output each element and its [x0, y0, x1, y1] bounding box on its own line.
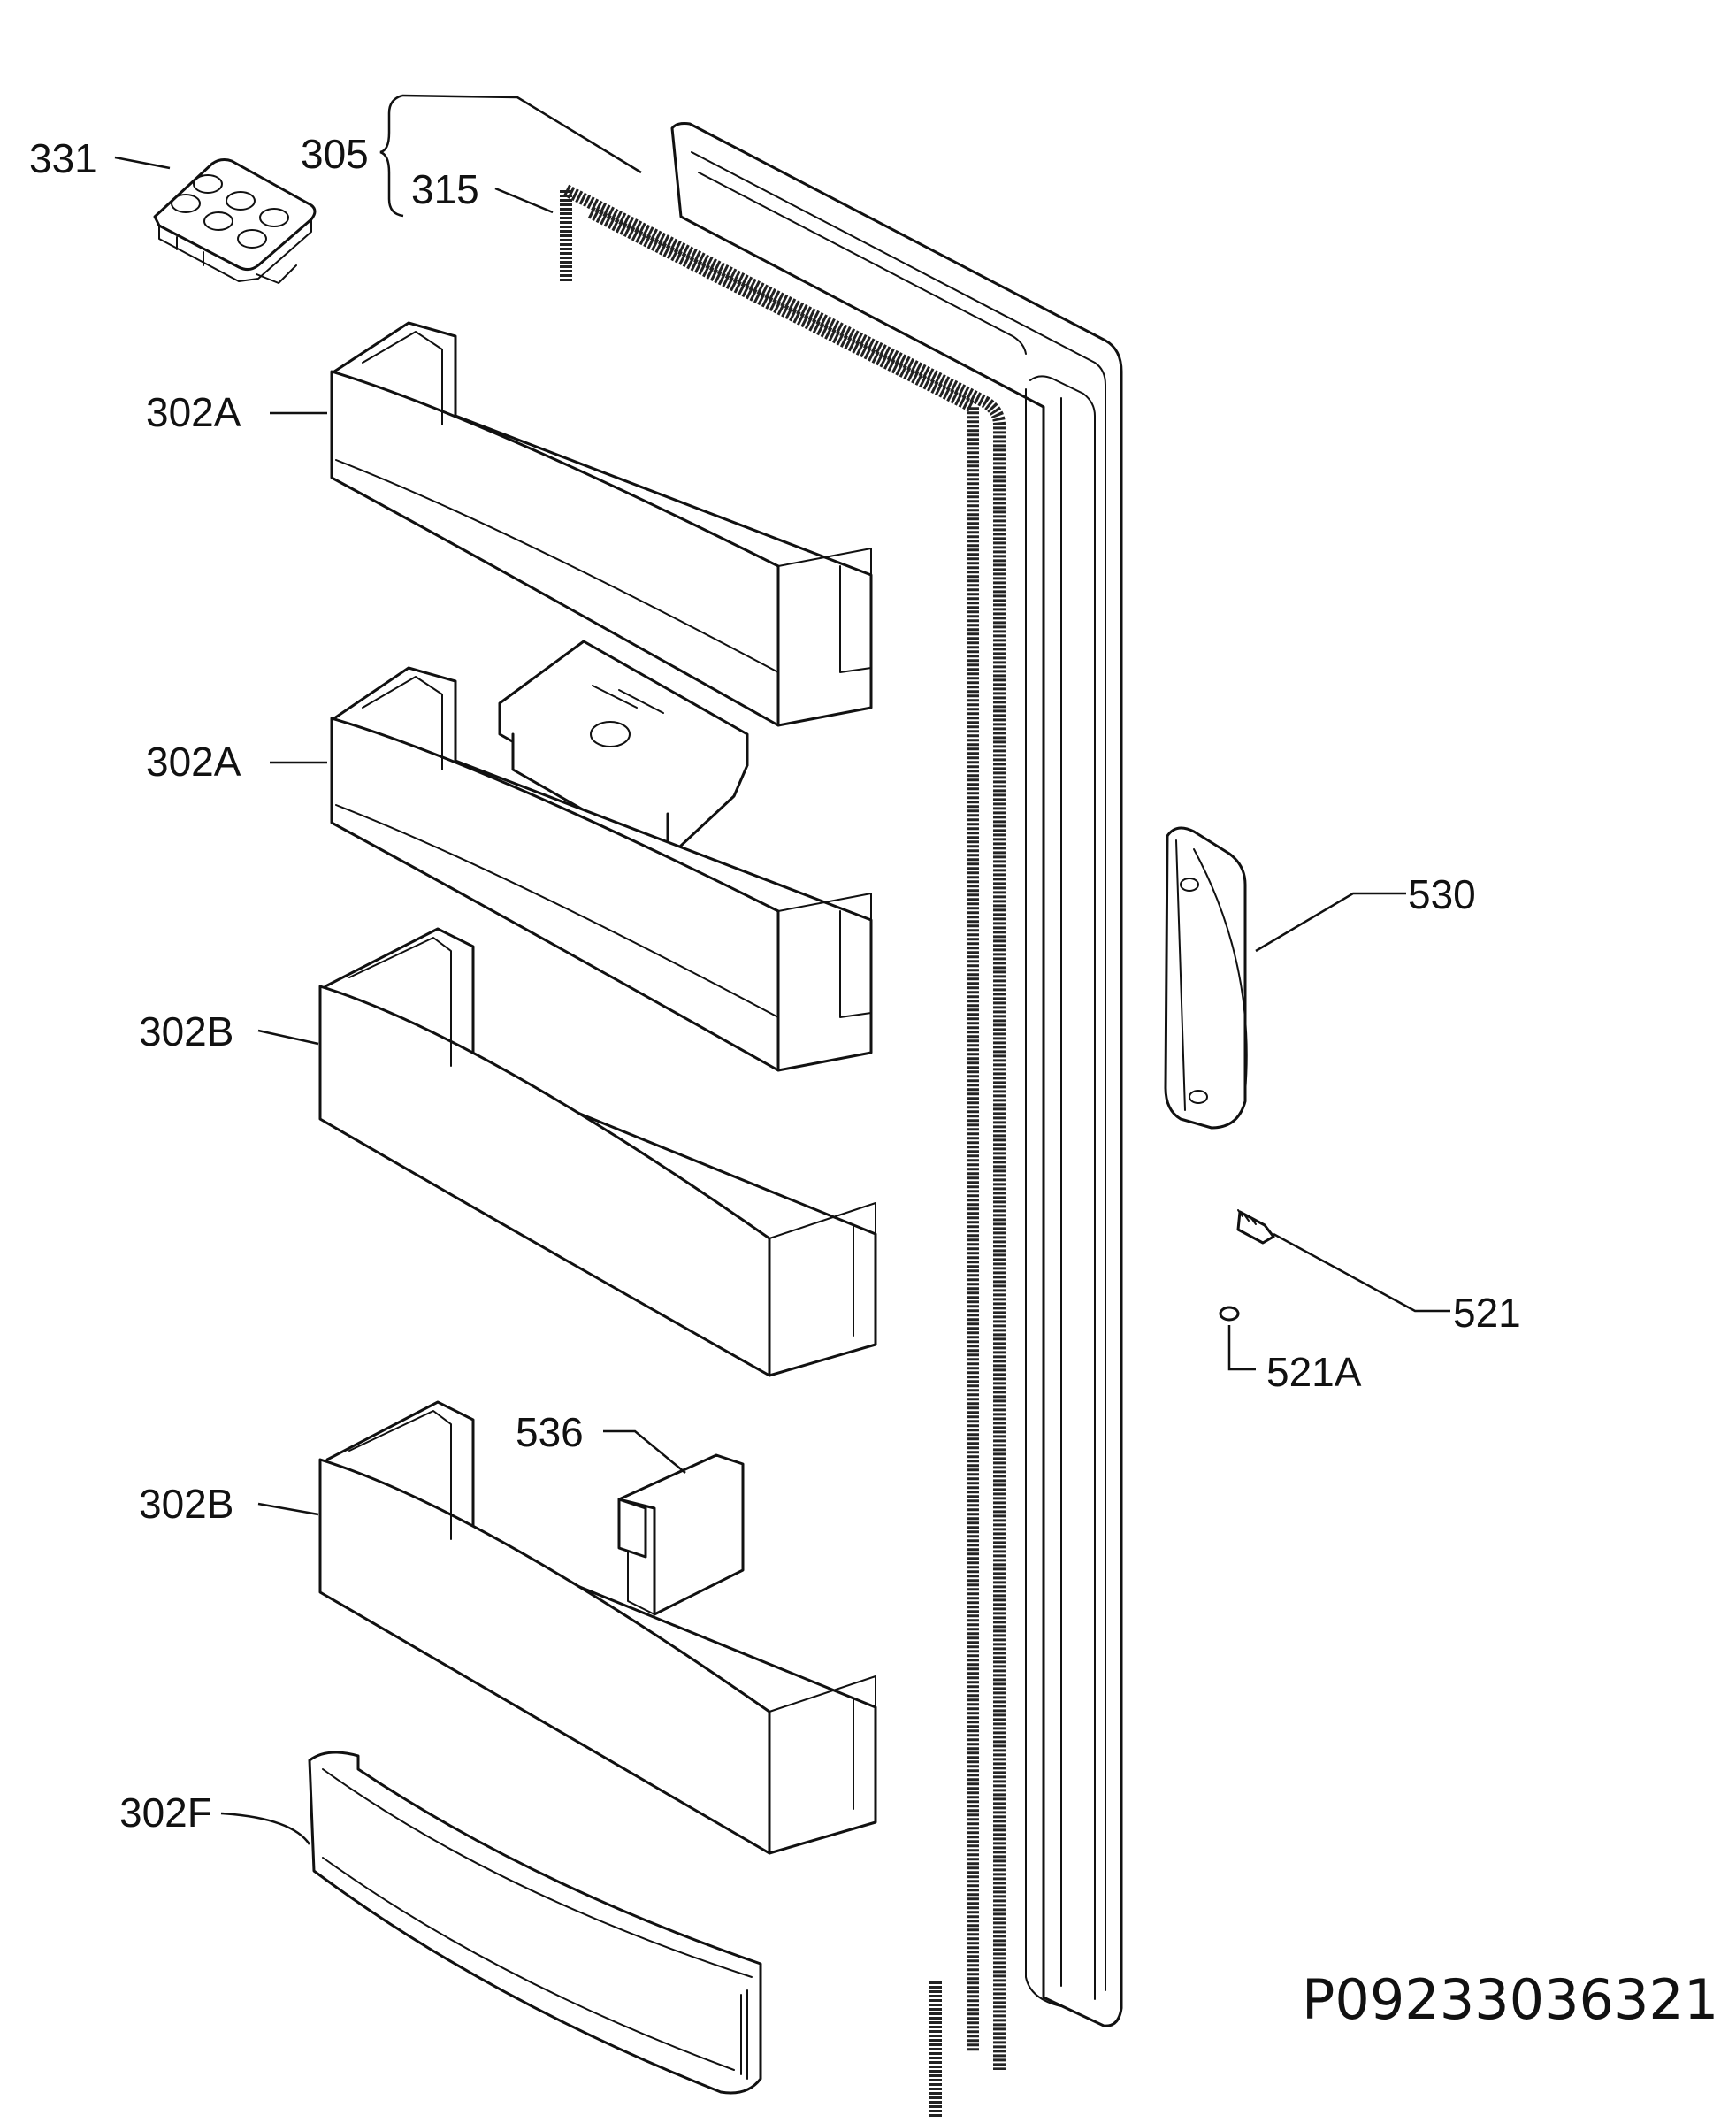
door-box-with-lid [498, 640, 749, 860]
label-530: 530 [1408, 871, 1476, 917]
label-536: 536 [516, 1409, 584, 1455]
label-302b-fourth: 302B [139, 1481, 233, 1527]
part-labels: 331 305 315 302A 302A 302B 302B 302F 536… [29, 131, 1521, 1836]
label-302a-top: 302A [146, 389, 241, 435]
door-gasket [560, 184, 1006, 2119]
door-balcony-302f [308, 1751, 762, 2095]
hinge-pin [1236, 1209, 1275, 1245]
door-handle [1164, 826, 1248, 1130]
label-521a: 521A [1266, 1349, 1362, 1395]
door-frame [670, 122, 1123, 2027]
door-balcony-302a-second [330, 666, 873, 1072]
drawing-code: P09233036321 [1302, 1967, 1718, 2032]
label-331: 331 [29, 135, 97, 181]
egg-tray [153, 158, 317, 284]
door-balcony-302b-fourth [318, 1400, 877, 1855]
leader-lines [114, 94, 1450, 1845]
label-302f: 302F [119, 1790, 212, 1836]
door-balcony-302a-top [330, 321, 873, 727]
label-315: 315 [411, 166, 479, 212]
bottle-divider [617, 1453, 745, 1616]
door-balcony-302b-third [318, 927, 877, 1377]
label-302b-third: 302B [139, 1008, 233, 1054]
label-302a-second: 302A [146, 739, 241, 785]
washer [1219, 1306, 1240, 1322]
label-305: 305 [301, 131, 369, 177]
label-521: 521 [1453, 1290, 1521, 1336]
